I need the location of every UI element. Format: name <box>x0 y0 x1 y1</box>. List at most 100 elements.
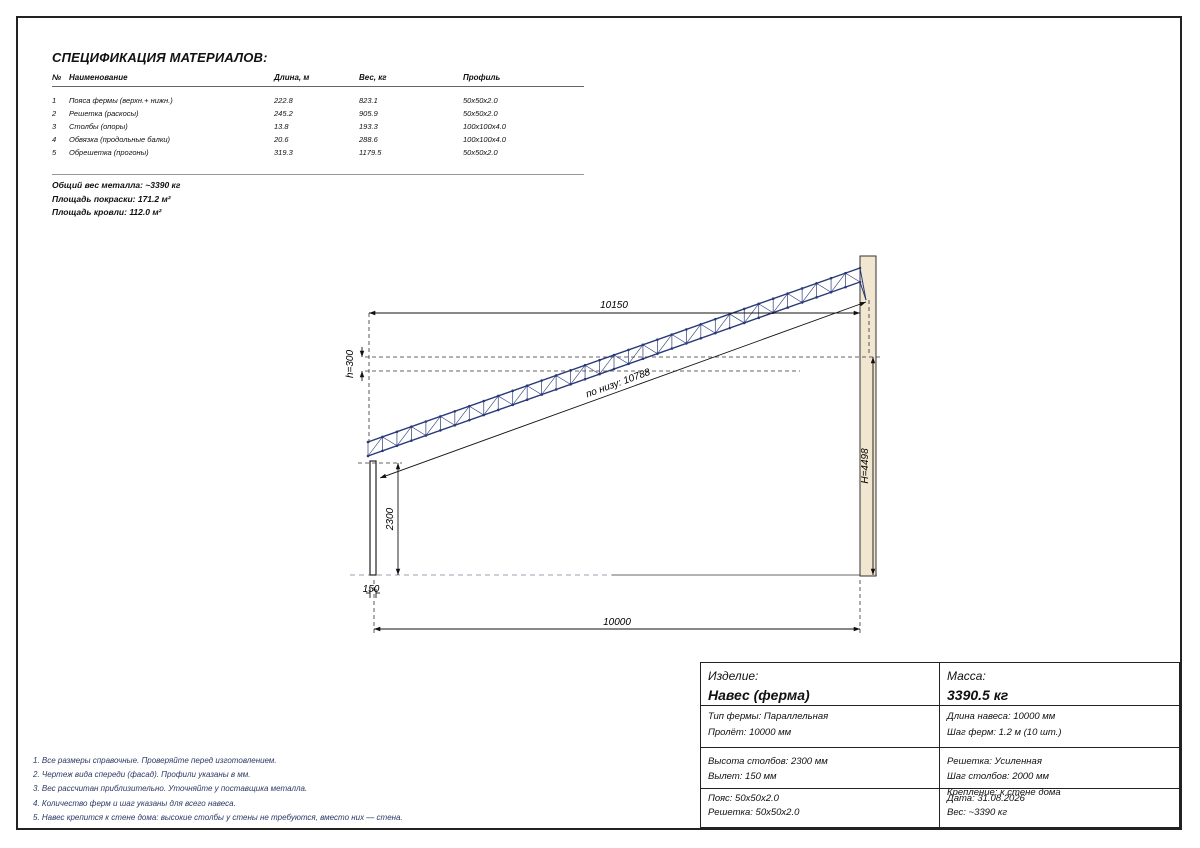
truss-node <box>467 418 471 422</box>
title-block-divider <box>701 705 1179 706</box>
truss-node <box>612 367 616 371</box>
dim-top-length: 10150 <box>600 300 628 311</box>
truss-node <box>699 336 703 340</box>
title-block-divider <box>939 663 940 827</box>
front-post <box>369 460 377 576</box>
truss-node <box>554 374 558 377</box>
cell-profile: 100x100x4.0 <box>463 122 506 131</box>
chord-profile: Пояс: 50x50x2.0 <box>708 793 779 804</box>
weight: Вес: ~3390 кг <box>947 807 1008 818</box>
truss-diagonal <box>555 375 571 385</box>
truss-diagonal <box>671 334 687 344</box>
truss-diagonal <box>498 395 513 406</box>
truss-node <box>641 357 645 361</box>
truss-node <box>627 362 630 366</box>
truss-node <box>511 389 515 393</box>
truss-step: Шаг ферм: 1.2 м (10 шт.) <box>947 727 1062 738</box>
truss-node <box>453 409 457 413</box>
truss-node <box>670 347 674 350</box>
overhang: Вылет: 150 мм <box>708 771 777 782</box>
canopy-length: Длина навеса: 10000 мм <box>947 711 1056 722</box>
col-profile: Профиль <box>463 73 584 87</box>
truss-diagonal <box>527 385 542 395</box>
truss-node <box>583 363 587 367</box>
spec-table: № Наименование Длина, м Вес, кг Профиль … <box>52 73 584 175</box>
truss-node <box>424 434 428 437</box>
post-step: Шаг столбов: 2000 мм <box>947 771 1050 782</box>
cell-weight: 193.3 <box>359 122 378 131</box>
truss-node <box>800 287 804 290</box>
truss-node <box>453 423 457 427</box>
cell-weight: 905.9 <box>359 109 378 118</box>
truss-node <box>656 352 659 355</box>
truss-node <box>641 343 645 347</box>
note-item: 2. Чертеж вида спереди (фасад). Профили … <box>33 770 251 780</box>
truss-node <box>410 439 413 442</box>
spec-title: СПЕЦИФИКАЦИЯ МАТЕРИАЛОВ: <box>52 50 268 65</box>
truss-diagonal <box>787 293 803 303</box>
truss-diagonal <box>758 303 774 313</box>
wall-bracket <box>859 281 867 301</box>
cell-length: 13.8 <box>274 122 289 131</box>
col-weight: Вес, кг <box>359 73 463 87</box>
cell-length: 20.6 <box>274 135 289 144</box>
truss-node <box>786 306 789 309</box>
truss-node <box>771 297 775 301</box>
spec-totals: Общий вес металла: ~3390 кг Площадь покр… <box>52 179 592 220</box>
truss-node <box>395 444 399 448</box>
post-height: Высота столбов: 2300 мм <box>708 756 828 767</box>
truss-node <box>467 404 471 408</box>
truss-diagonal <box>830 272 846 293</box>
truss-node <box>656 338 659 341</box>
note-item: 3. Вес рассчитан приблизительно. Уточняй… <box>33 784 308 794</box>
lattice-profile: Решетка: 50x50x2.0 <box>708 807 800 818</box>
cell-length: 319.3 <box>274 146 359 175</box>
truss-node <box>569 383 572 386</box>
truss-node <box>627 348 630 352</box>
truss-node <box>685 328 688 331</box>
truss-node <box>482 413 486 417</box>
dim-post-height: 2300 <box>385 507 396 531</box>
cell-number: 5 <box>52 146 69 175</box>
note-item: 4. Количество ферм и шаг указаны для все… <box>33 798 236 808</box>
cell-profile: 100x100x4.0 <box>463 135 506 144</box>
wall-bracket <box>859 267 867 301</box>
title-block-divider <box>701 788 1179 789</box>
materials-specification: СПЕЦИФИКАЦИЯ МАТЕРИАЛОВ: № Наименование … <box>52 50 592 220</box>
cell-weight: 288.6 <box>359 135 378 144</box>
title-block-divider <box>701 747 1179 748</box>
truss-diagonal <box>382 436 398 447</box>
cell-name: Обрешетка (прогоны) <box>69 146 274 175</box>
note-item: 5. Навес крепится к стене дома: высокие … <box>33 812 403 822</box>
truss-diagonal <box>816 283 832 293</box>
cell-weight: 823.1 <box>359 96 378 105</box>
cell-name: Пояса фермы (верхн.+ нижн.) <box>69 96 173 105</box>
roof-area: Площадь кровли: 112.0 м² <box>52 207 162 217</box>
table-row: 4 Обвязка (продольные балки) 20.6 288.6 … <box>52 133 584 146</box>
truss-node <box>612 353 616 357</box>
truss-node <box>395 430 399 434</box>
truss-diagonal <box>584 364 600 375</box>
truss-diagonal <box>642 344 658 354</box>
truss-node <box>381 449 384 453</box>
dim-truss-height: h=300 <box>345 350 356 379</box>
cell-length: 245.2 <box>274 109 293 118</box>
truss-node <box>829 276 833 280</box>
truss <box>366 266 867 458</box>
truss-node <box>829 290 833 294</box>
dim-bottom-chord-line <box>379 301 867 479</box>
truss-node <box>844 285 847 289</box>
truss-type: Тип фермы: Параллельная <box>708 711 829 722</box>
truss-node <box>511 403 515 407</box>
mass-label: Масса: <box>947 669 986 683</box>
truss-node <box>844 271 847 275</box>
truss-node <box>540 379 543 382</box>
cell-number: 3 <box>52 122 57 131</box>
truss-node <box>800 301 804 304</box>
mass-value: 3390.5 кг <box>947 687 1009 703</box>
truss-node <box>482 399 486 403</box>
dim-overhang: 150 <box>363 584 380 595</box>
total-weight: Общий вес металла: ~3390 кг <box>52 180 181 190</box>
truss-node <box>366 454 370 458</box>
truss-diagonal <box>801 283 817 303</box>
